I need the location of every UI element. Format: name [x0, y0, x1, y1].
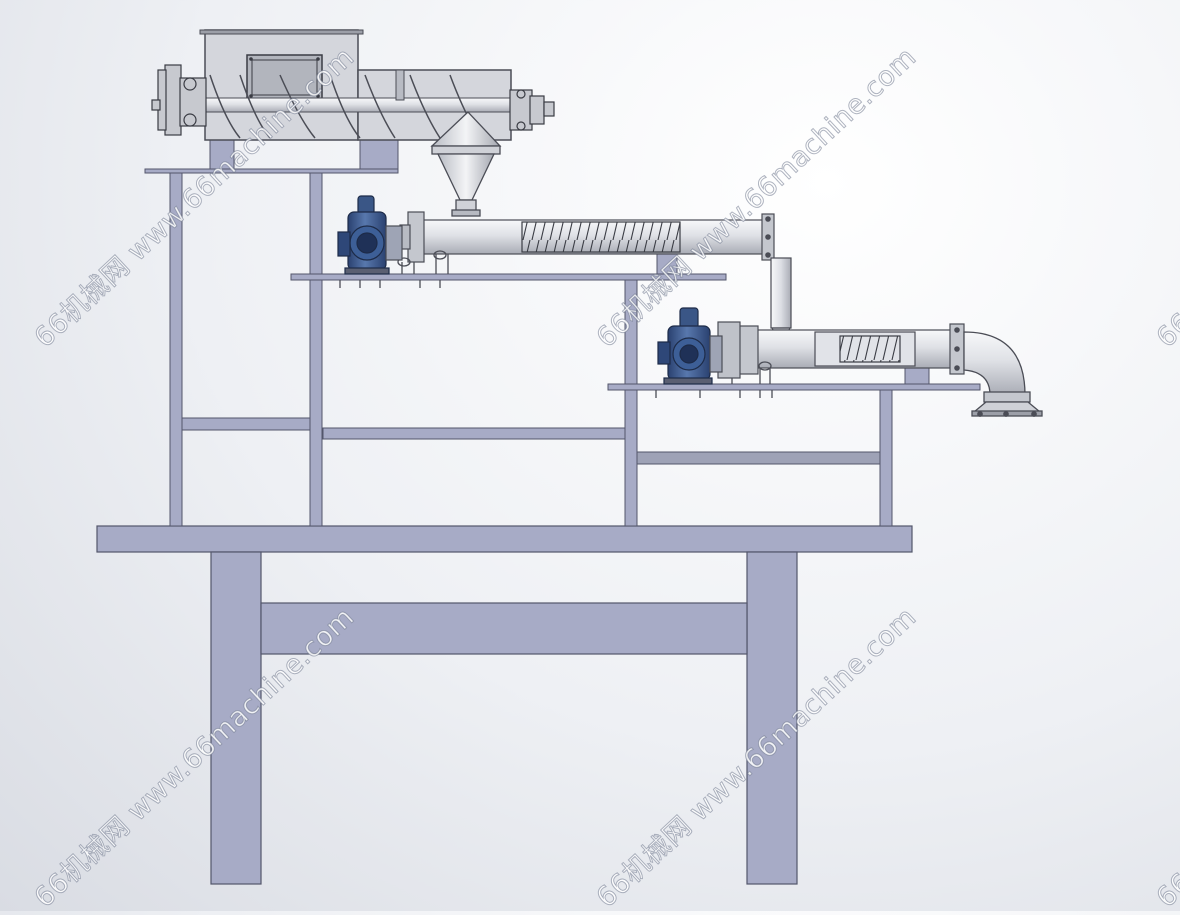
base-table-right-leg: [746, 551, 798, 885]
base-table-top: [96, 525, 913, 553]
top-shelf: [144, 168, 399, 174]
primary-gear-motor: [337, 195, 403, 275]
lower-shelf: [607, 383, 981, 391]
secondary-screen-section: [839, 335, 901, 363]
upper-frame: [144, 107, 981, 527]
primary-screen-section: [521, 221, 681, 253]
discharge-hopper: [430, 111, 502, 217]
secondary-screw-conveyor: [655, 321, 965, 398]
base-table-cross-beam: [260, 602, 748, 655]
discharge-elbow: [963, 331, 1043, 417]
secondary-gear-motor: [657, 307, 723, 385]
base-table: [96, 525, 913, 885]
feed-screw-press: [151, 29, 555, 141]
middle-shelf: [290, 273, 727, 281]
primary-screw-conveyor: [339, 211, 775, 288]
base-table-left-leg: [210, 551, 262, 885]
